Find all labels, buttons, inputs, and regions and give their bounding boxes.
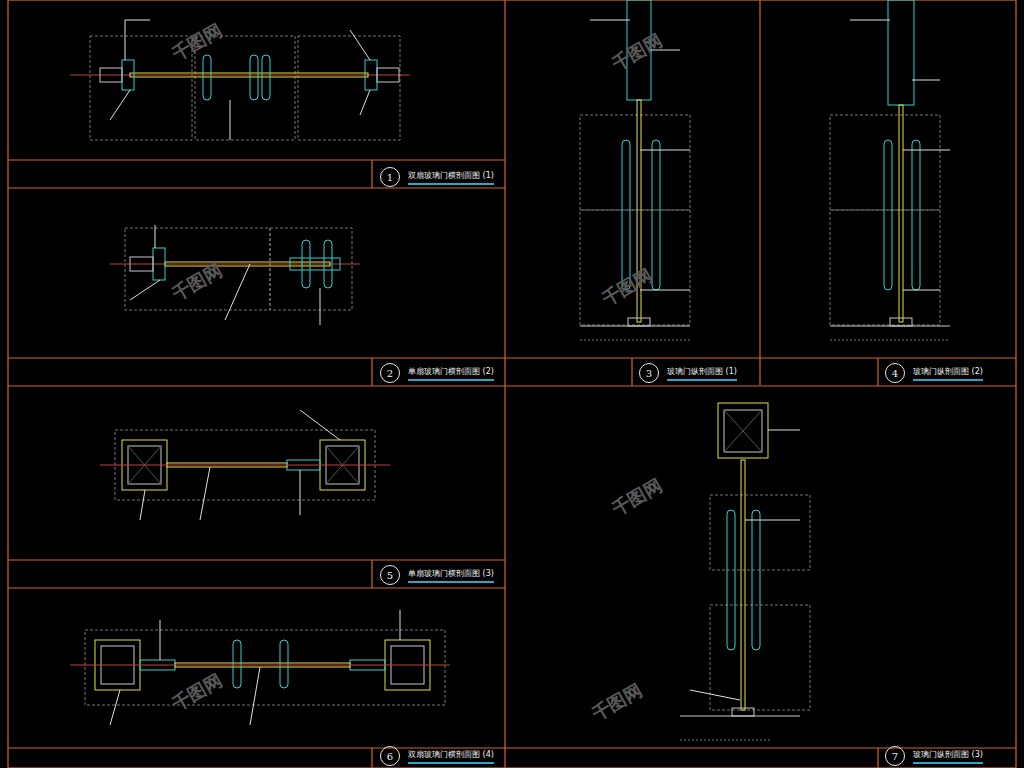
- watermark: 千图网: [598, 263, 657, 311]
- watermark: 千图网: [608, 473, 667, 521]
- drawing-title: 单扇玻璃门横剖面图 (3): [408, 568, 494, 583]
- title-marker: 1 双扇玻璃门横剖面图 (1): [380, 167, 494, 187]
- callout-number: 6: [380, 746, 400, 766]
- drawing-title: 单扇玻璃门横剖面图 (2): [408, 366, 494, 381]
- callout-number: 4: [885, 363, 905, 383]
- drawing-title: 玻璃门纵剖面图 (2): [913, 366, 983, 381]
- callout-number: 3: [639, 363, 659, 383]
- watermark: 千图网: [588, 678, 647, 726]
- drawing-title: 玻璃门纵剖面图 (3): [913, 749, 983, 764]
- title-marker: 5 单扇玻璃门横剖面图 (3): [380, 565, 494, 585]
- title-marker: 4 玻璃门纵剖面图 (2): [885, 363, 983, 383]
- title-marker: 7 玻璃门纵剖面图 (3): [885, 746, 983, 766]
- title-marker: 6 双扇玻璃门横剖面图 (4): [380, 746, 494, 766]
- callout-number: 2: [380, 363, 400, 383]
- drawing-title: 双扇玻璃门横剖面图 (1): [408, 170, 494, 185]
- watermark: 千图网: [608, 28, 667, 76]
- watermark: 千图网: [168, 18, 227, 66]
- drawing-title: 玻璃门纵剖面图 (1): [667, 366, 737, 381]
- watermark: 千图网: [168, 258, 227, 306]
- drawing-title: 双扇玻璃门横剖面图 (4): [408, 749, 494, 764]
- callout-number: 7: [885, 746, 905, 766]
- callout-number: 1: [380, 167, 400, 187]
- title-marker: 2 单扇玻璃门横剖面图 (2): [380, 363, 494, 383]
- callout-number: 5: [380, 565, 400, 585]
- title-marker: 3 玻璃门纵剖面图 (1): [639, 363, 737, 383]
- watermark: 千图网: [168, 668, 227, 716]
